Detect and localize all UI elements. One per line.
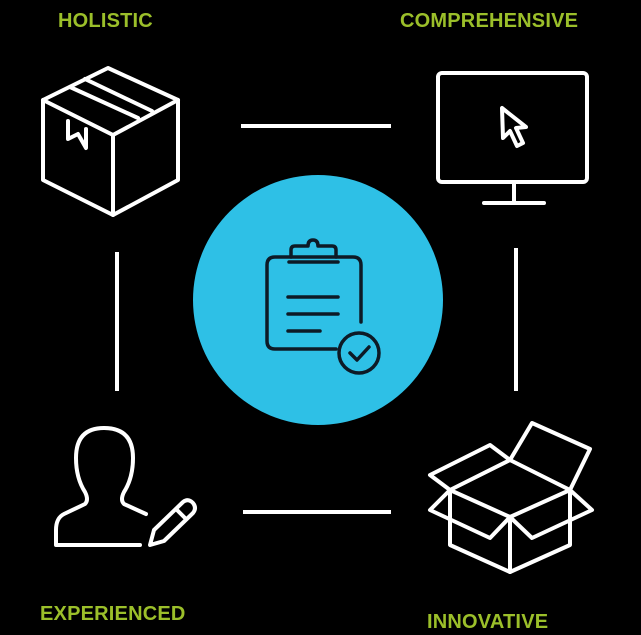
clipboard-check-icon — [265, 238, 381, 375]
label-experienced: EXPERIENCED — [40, 603, 186, 625]
label-holistic: HOLISTIC — [58, 10, 153, 32]
user-edit-icon — [54, 426, 197, 547]
label-comprehensive: COMPREHENSIVE — [400, 10, 579, 32]
box-icon — [41, 66, 180, 217]
open-box-icon — [428, 421, 594, 574]
monitor-cursor-icon — [436, 71, 589, 205]
center-circle — [193, 175, 443, 425]
label-innovative: INNOVATIVE — [427, 611, 549, 633]
connector-lines — [115, 124, 518, 514]
